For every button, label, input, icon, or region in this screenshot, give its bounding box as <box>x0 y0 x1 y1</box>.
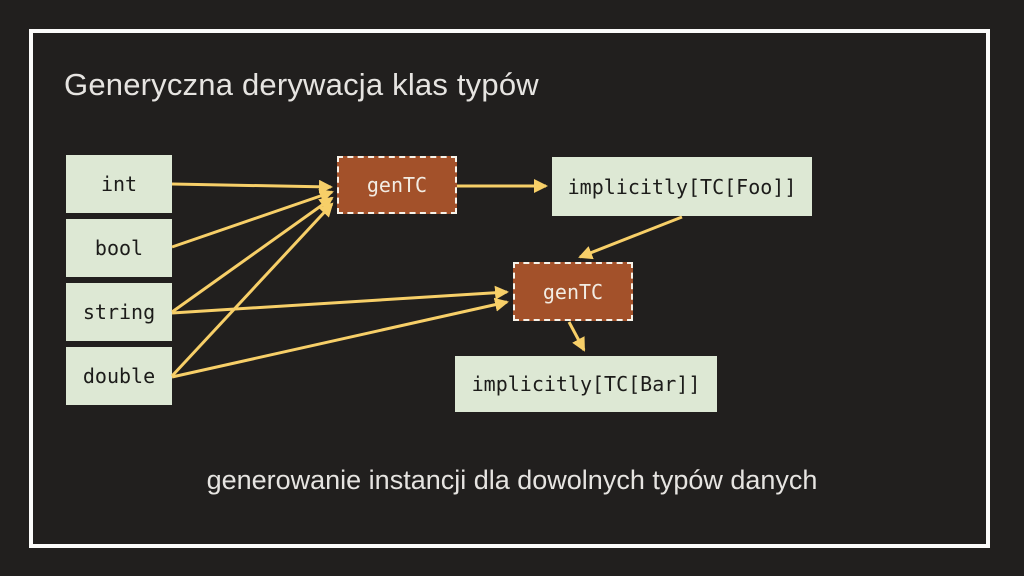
node-label: double <box>82 364 156 388</box>
node-label: bool <box>94 236 144 260</box>
node-implicitly-bar: implicitly[TC[Bar]] <box>455 356 717 412</box>
node-bool: bool <box>66 219 172 277</box>
node-label: string <box>82 300 156 324</box>
slide-caption: generowanie instancji dla dowolnych typó… <box>206 465 818 495</box>
node-implicitly-foo: implicitly[TC[Foo]] <box>552 157 812 216</box>
node-label: implicitly[TC[Bar]] <box>471 372 701 396</box>
node-label: implicitly[TC[Foo]] <box>567 174 797 199</box>
node-string: string <box>66 283 172 341</box>
node-label: genTC <box>542 279 604 304</box>
slide-frame-border <box>29 29 990 548</box>
node-label: genTC <box>366 173 428 197</box>
node-int: int <box>66 155 172 213</box>
slide-title: Generyczna derywacja klas typów <box>64 67 539 102</box>
node-gentc-2: genTC <box>513 262 633 321</box>
node-gentc-1: genTC <box>337 156 457 214</box>
node-double: double <box>66 347 172 405</box>
node-label: int <box>100 172 138 196</box>
